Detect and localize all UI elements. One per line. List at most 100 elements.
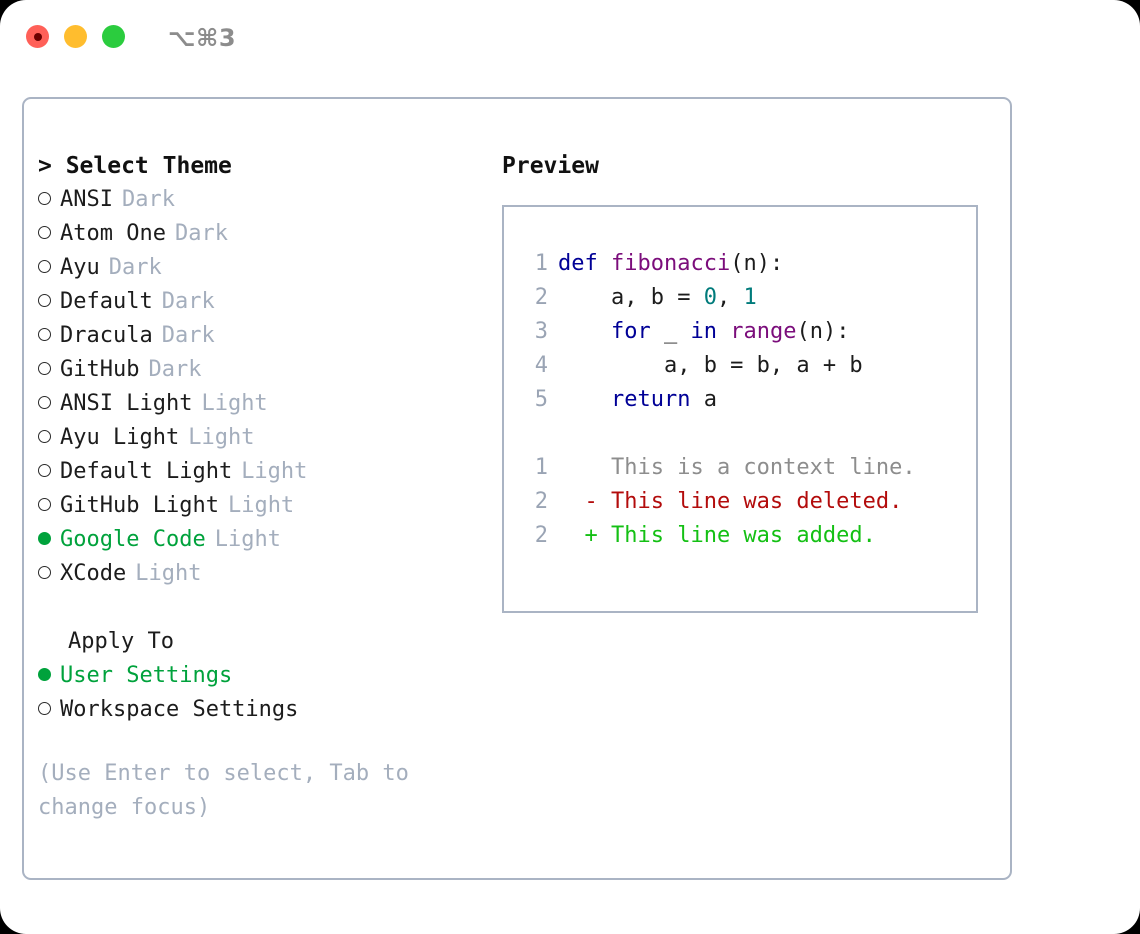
theme-name: Atom One — [60, 221, 166, 246]
code-token-num: 1 — [743, 285, 757, 310]
code-token-pl: , — [716, 285, 744, 310]
code-line: 2 a, b = 0, 1 — [524, 281, 976, 315]
radio-selected-icon — [38, 668, 60, 681]
theme-option-atom-one[interactable]: Atom One Dark — [38, 217, 468, 251]
line-number: 5 — [534, 387, 548, 412]
radio-dot — [38, 498, 51, 511]
theme-variant-badge: Light — [188, 425, 255, 450]
radio-unselected-icon — [38, 362, 60, 375]
code-token-pl — [717, 319, 730, 344]
radio-dot — [38, 294, 51, 307]
theme-option-ayu-light[interactable]: Ayu Light Light — [38, 421, 468, 455]
theme-name: Default Light — [60, 459, 233, 484]
radio-unselected-icon — [38, 328, 60, 341]
close-button[interactable] — [26, 25, 49, 48]
theme-name: Ayu Light — [60, 425, 180, 450]
radio-selected-icon — [38, 532, 60, 545]
code-line: 4 a, b = b, a + b — [524, 349, 976, 383]
theme-variant-badge: Light — [227, 493, 295, 518]
radio-dot — [38, 668, 51, 681]
theme-name: Google Code — [60, 527, 206, 552]
line-number: 2 — [534, 489, 548, 514]
zoom-button[interactable] — [102, 25, 125, 48]
code-token-pl — [558, 387, 611, 412]
keyboard-shortcut-label: ⌥⌘3 — [168, 24, 237, 52]
radio-dot — [38, 192, 51, 205]
radio-dot — [38, 362, 51, 375]
theme-variant-badge: Light — [214, 527, 281, 552]
theme-name: Ayu — [60, 255, 100, 280]
preview-title: Preview — [502, 153, 599, 179]
radio-dot — [38, 396, 51, 409]
theme-option-ansi-light[interactable]: ANSI Light Light — [38, 387, 468, 421]
theme-variant-badge: Light — [201, 391, 268, 416]
code-token-kw: return — [610, 387, 691, 412]
radio-unselected-icon — [38, 192, 60, 205]
traffic-light-group — [26, 25, 125, 48]
theme-variant-badge: Dark — [174, 221, 228, 246]
recording-indicator-icon — [33, 32, 42, 41]
code-token-kw: in — [690, 319, 717, 344]
code-token-pl: a — [690, 387, 717, 412]
code-line: 5 return a — [524, 383, 976, 417]
apply-to-option-workspace-settings[interactable]: Workspace Settings — [38, 693, 468, 727]
theme-option-github-light[interactable]: GitHub Light Light — [38, 489, 468, 523]
code-token-pl: _ — [650, 319, 691, 344]
code-line: 3 for _ in range(n): — [524, 315, 976, 349]
radio-dot — [38, 532, 51, 545]
radio-unselected-icon — [38, 498, 60, 511]
radio-unselected-icon — [38, 566, 60, 579]
radio-unselected-icon — [38, 702, 60, 715]
diff-text: + This line was added. — [558, 523, 876, 548]
diff-line-context: 1 This is a context line. — [524, 451, 976, 485]
theme-name: ANSI — [60, 187, 113, 212]
diff-line-added: 2 + This line was added. — [524, 519, 976, 553]
code-token-kw: for — [610, 319, 651, 344]
radio-unselected-icon — [38, 396, 60, 409]
code-spacer — [524, 417, 976, 451]
radio-unselected-icon — [38, 260, 60, 273]
theme-variant-badge: Dark — [161, 323, 215, 348]
radio-dot — [38, 430, 51, 443]
code-token-fn: fibonacci — [610, 251, 731, 276]
theme-variant-badge: Light — [241, 459, 308, 484]
diff-text: This is a context line. — [558, 455, 916, 480]
code-token-kw: def — [558, 251, 611, 276]
code-token-pl: a, b = b, a + b — [558, 353, 863, 378]
diff-text: - This line was deleted. — [558, 489, 903, 514]
theme-list-header: > Select Theme — [38, 153, 232, 179]
theme-variant-badge: Dark — [161, 289, 215, 314]
minimize-button[interactable] — [64, 25, 87, 48]
theme-option-default-light[interactable]: Default Light Light — [38, 455, 468, 489]
diff-sample: 1 This is a context line. 2 - This line w… — [524, 451, 976, 553]
theme-variant-badge: Dark — [148, 357, 202, 382]
radio-unselected-icon — [38, 294, 60, 307]
radio-dot — [38, 702, 51, 715]
apply-to-option-user-settings[interactable]: User Settings — [38, 659, 468, 693]
apply-to-header: Apply To — [68, 629, 174, 654]
radio-unselected-icon — [38, 464, 60, 477]
title-bar: ⌥⌘3 — [0, 0, 1140, 78]
apply-to-label: Workspace Settings — [60, 697, 299, 722]
code-token-num: 0 — [703, 285, 717, 310]
theme-name: ANSI Light — [60, 391, 193, 416]
theme-name: GitHub Light — [60, 493, 219, 518]
radio-unselected-icon — [38, 226, 60, 239]
radio-unselected-icon — [38, 430, 60, 443]
apply-to-label: User Settings — [60, 663, 233, 688]
theme-option-google-code[interactable]: Google Code Light — [38, 523, 468, 557]
line-number: 1 — [534, 251, 548, 276]
